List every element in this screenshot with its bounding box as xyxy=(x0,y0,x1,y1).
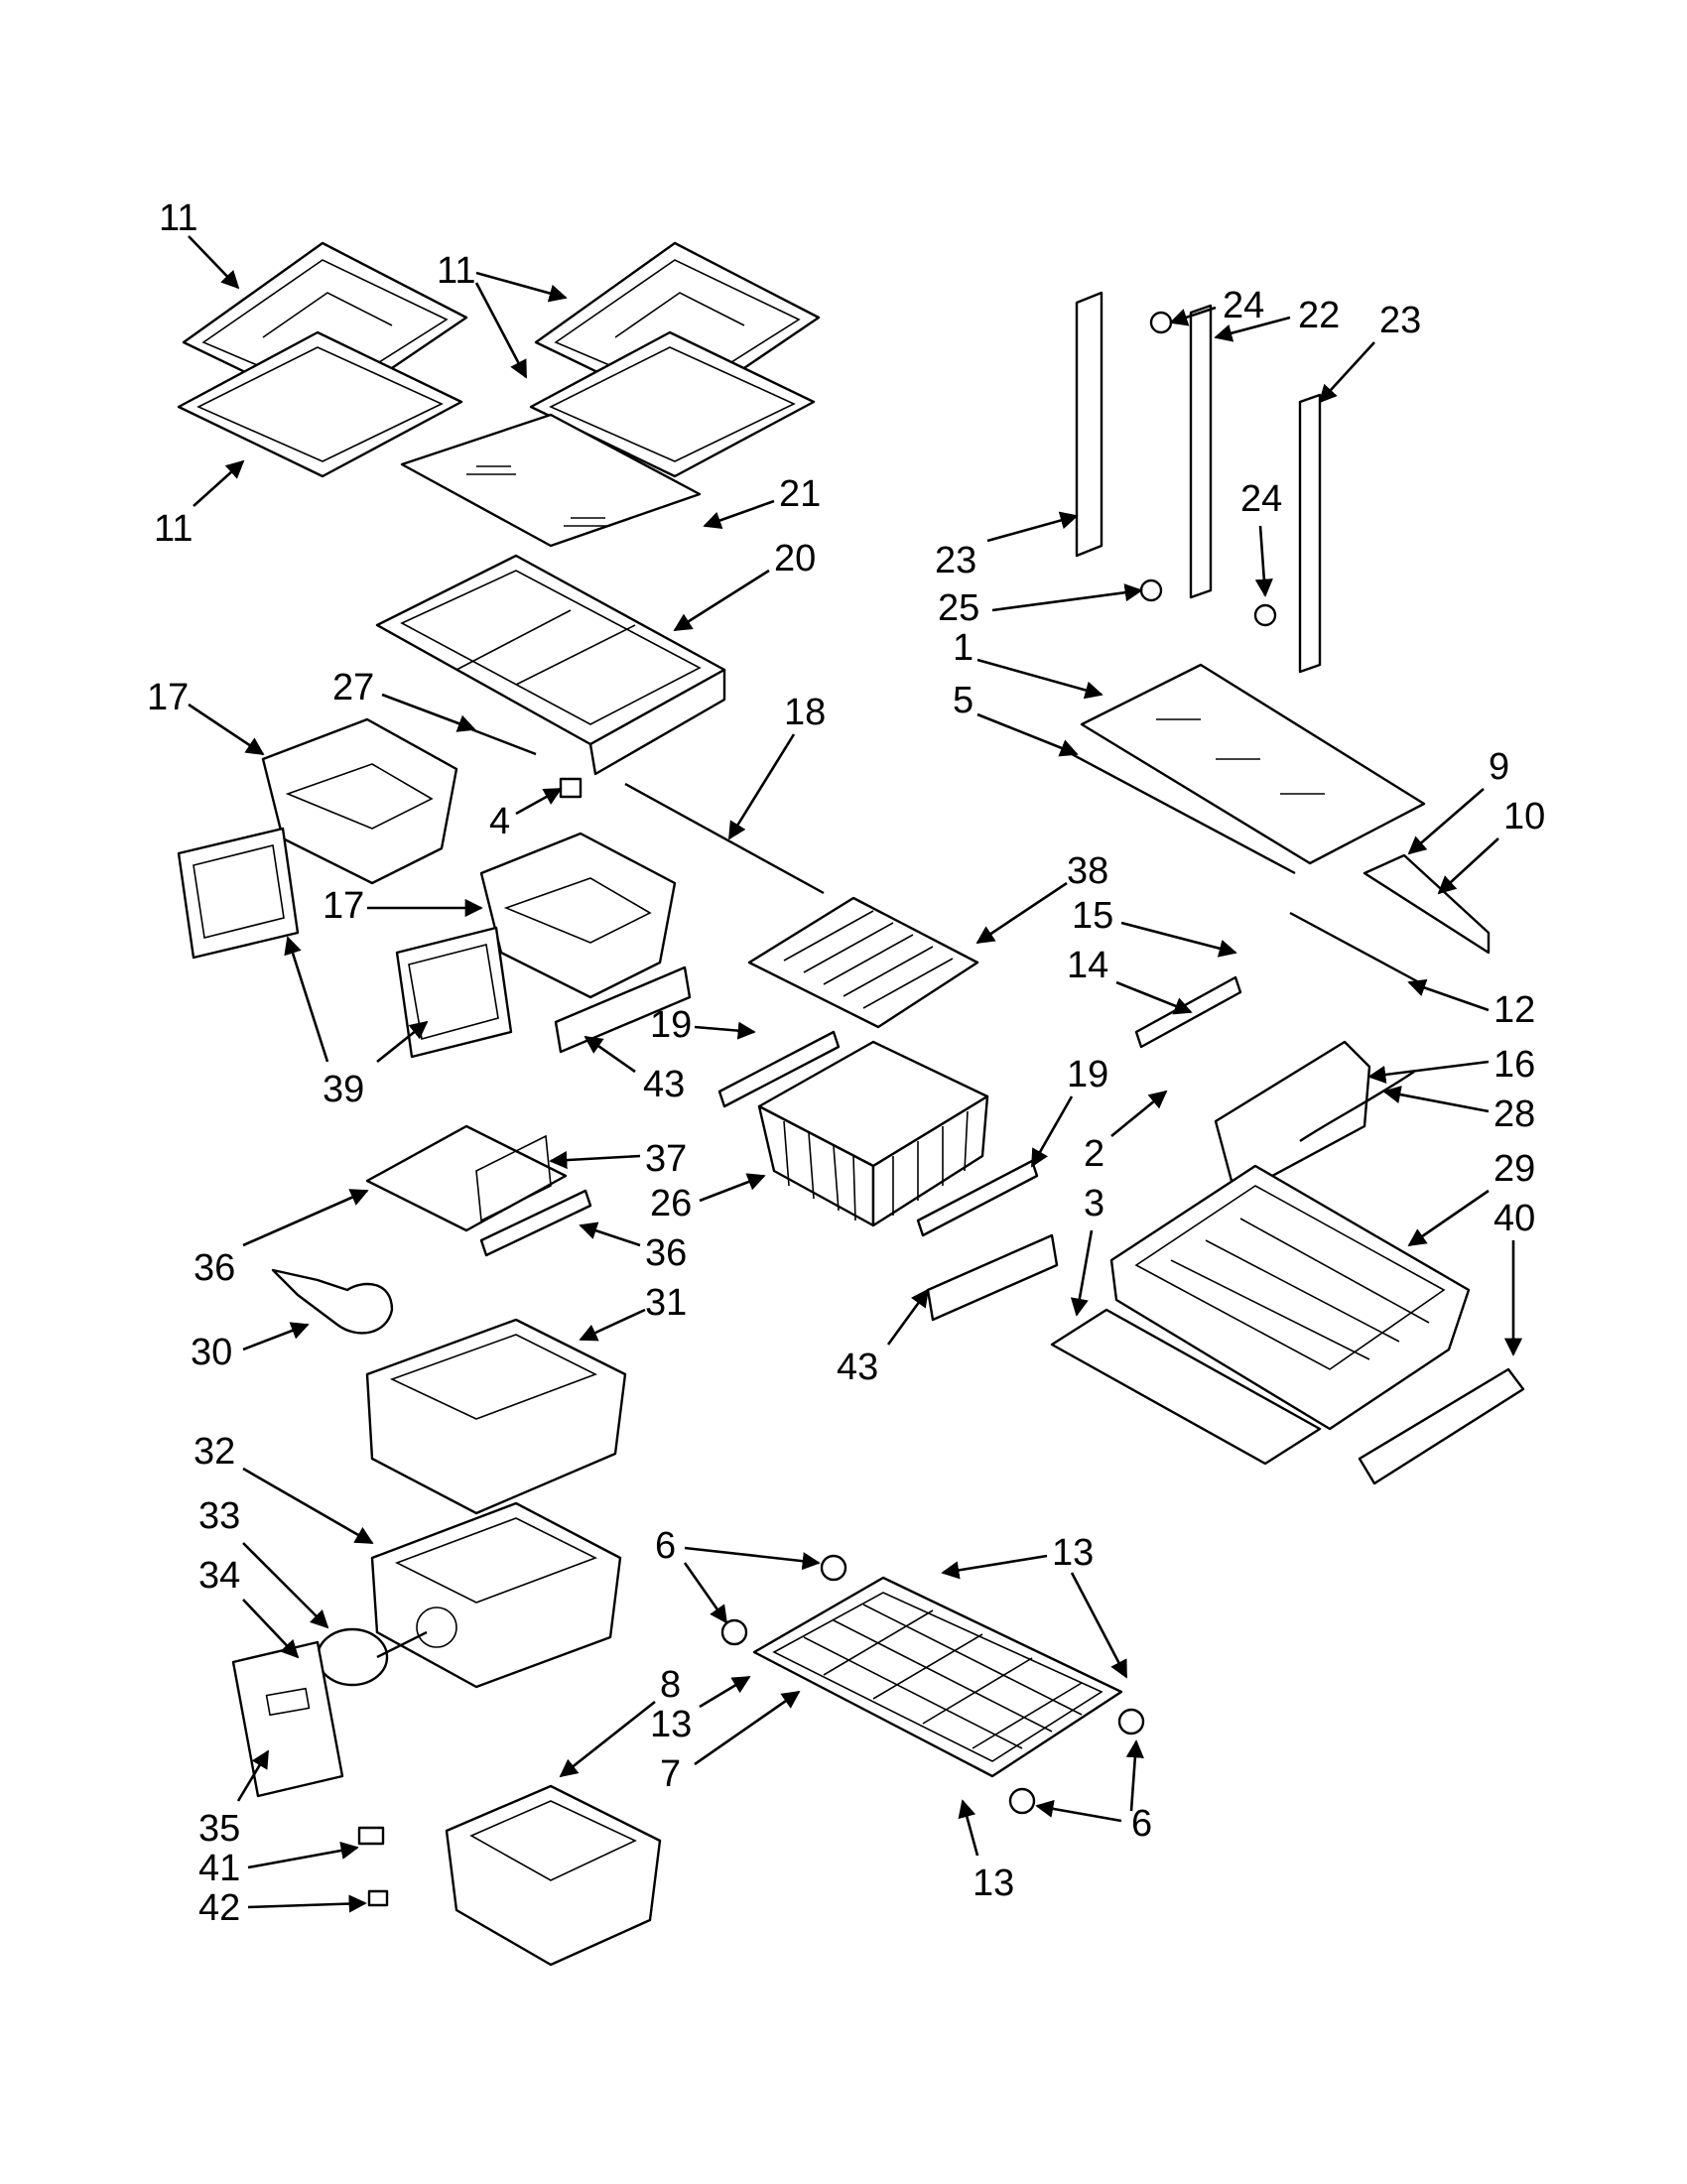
shelf-support xyxy=(1363,853,1491,955)
callout-labels: 11 11 11 11 21 20 27 17 4 18 38 17 xyxy=(147,197,1545,1929)
freezer-basket xyxy=(720,1554,1145,1815)
clip xyxy=(559,777,583,799)
screw-upper xyxy=(1149,311,1173,334)
crisper-front-right xyxy=(395,926,513,1059)
shelf-frame-bottom-right xyxy=(529,330,816,478)
callout-30: 30 xyxy=(191,1332,232,1373)
drawer-rail-right xyxy=(926,1233,1059,1322)
callout-32: 32 xyxy=(194,1431,235,1473)
callout-4: 4 xyxy=(489,801,510,842)
callout-23-a: 23 xyxy=(1379,300,1421,341)
pantry-drawer-front xyxy=(1050,1308,1322,1466)
callout-7: 7 xyxy=(660,1753,681,1795)
callout-28: 28 xyxy=(1493,1093,1535,1135)
callout-17-a: 17 xyxy=(147,677,189,718)
mullion-bar xyxy=(470,727,537,756)
shelf-ladder-left xyxy=(1075,291,1103,558)
shelf-ladder-right xyxy=(1298,393,1322,674)
callout-2: 2 xyxy=(1084,1133,1104,1175)
screw-lower xyxy=(1139,578,1163,602)
callout-24-a: 24 xyxy=(1223,285,1264,326)
callout-6-a: 6 xyxy=(655,1525,676,1567)
callout-14: 14 xyxy=(1067,945,1108,986)
crisper-drawer-lower xyxy=(479,832,677,999)
callout-12: 12 xyxy=(1493,989,1535,1031)
shelf-frame-bottom-left xyxy=(177,330,463,478)
glide-tray xyxy=(747,896,979,1029)
callout-15: 15 xyxy=(1072,895,1113,937)
callout-27: 27 xyxy=(332,667,374,708)
callout-6-b: 6 xyxy=(1131,1803,1152,1845)
callout-19-b: 19 xyxy=(1067,1054,1108,1095)
callout-10: 10 xyxy=(1503,796,1545,837)
callout-3: 3 xyxy=(1084,1183,1104,1224)
callout-13-c: 13 xyxy=(973,1863,1014,1904)
drawer-slide-left xyxy=(717,1030,841,1108)
screw-right xyxy=(1253,603,1277,627)
callout-26: 26 xyxy=(650,1183,692,1224)
callout-39: 39 xyxy=(323,1069,364,1110)
ice-bucket xyxy=(365,1318,627,1515)
callout-43-a: 43 xyxy=(643,1064,685,1105)
drawer-rail-left xyxy=(554,965,692,1054)
callout-23-b: 23 xyxy=(935,540,976,581)
callout-9: 9 xyxy=(1489,746,1509,788)
guide-rod xyxy=(1289,911,1420,984)
callout-38: 38 xyxy=(1067,850,1108,892)
callout-33: 33 xyxy=(198,1495,240,1537)
ice-scoop xyxy=(271,1268,394,1335)
actuator xyxy=(357,1826,385,1846)
callout-5: 5 xyxy=(953,680,973,721)
glass-shelf-right xyxy=(1080,663,1426,865)
callout-8: 8 xyxy=(660,1664,681,1706)
callout-40: 40 xyxy=(1493,1198,1535,1239)
callout-42: 42 xyxy=(198,1887,240,1929)
crisper-drawer-upper xyxy=(261,717,458,885)
drawer-cover xyxy=(1358,1367,1525,1485)
callout-34: 34 xyxy=(198,1555,240,1597)
shelf-trim xyxy=(1071,752,1296,875)
ice-bin-bracket xyxy=(365,1124,592,1257)
pantry-drawer xyxy=(1109,1164,1471,1431)
callout-19-a: 19 xyxy=(650,1004,692,1046)
callout-16: 16 xyxy=(1493,1044,1535,1086)
callout-13-a: 13 xyxy=(1052,1532,1094,1574)
callout-1: 1 xyxy=(953,627,973,669)
auger-shaft xyxy=(376,1630,428,1659)
callout-24-b: 24 xyxy=(1240,478,1282,520)
callout-21: 21 xyxy=(779,473,821,515)
callout-17-b: 17 xyxy=(323,885,364,927)
callout-11-c: 11 xyxy=(154,508,193,550)
crisper-shelf-frame xyxy=(375,554,726,776)
crisper-front-left xyxy=(177,827,300,960)
auger-disc xyxy=(316,1627,389,1687)
callout-22: 22 xyxy=(1298,295,1340,336)
rod xyxy=(624,782,825,895)
callout-35: 35 xyxy=(198,1808,240,1850)
callout-11-a: 11 xyxy=(159,197,197,239)
glass-shelf xyxy=(400,413,702,548)
callout-43-b: 43 xyxy=(837,1347,878,1388)
switch xyxy=(367,1889,389,1907)
callout-18: 18 xyxy=(784,692,826,733)
callout-20: 20 xyxy=(774,538,816,579)
shelf-ladder-center xyxy=(1189,304,1213,599)
callout-36-b: 36 xyxy=(645,1232,687,1274)
callout-41: 41 xyxy=(198,1848,240,1889)
freezer-drawer xyxy=(445,1784,662,1967)
callout-13-b: 13 xyxy=(650,1704,692,1745)
drawer-slide-right xyxy=(916,1159,1039,1237)
ice-storage-bin xyxy=(370,1501,622,1689)
slide-bracket xyxy=(1214,1040,1371,1198)
callout-11-b: 11 xyxy=(437,250,475,292)
wire-basket xyxy=(757,1040,989,1227)
callout-36-a: 36 xyxy=(194,1247,235,1289)
callout-25: 25 xyxy=(938,587,979,629)
callout-29: 29 xyxy=(1493,1148,1535,1190)
callout-31: 31 xyxy=(645,1282,687,1324)
callout-37: 37 xyxy=(645,1138,687,1180)
